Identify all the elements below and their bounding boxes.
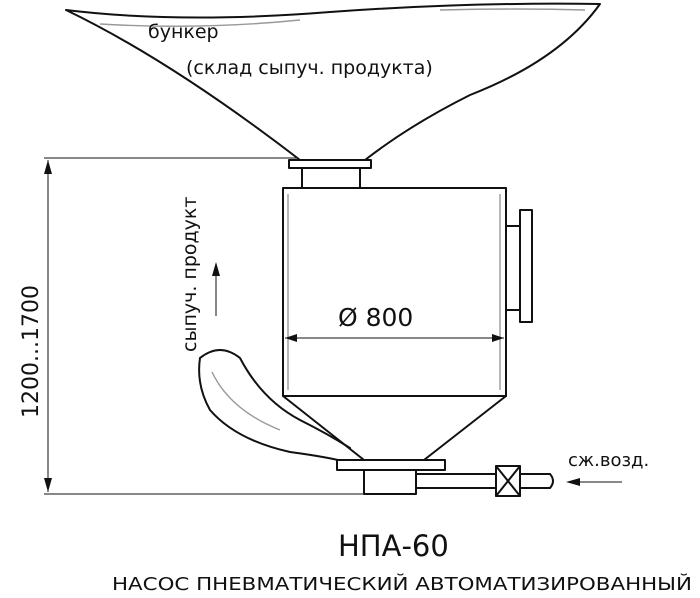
height-dimension	[44, 157, 364, 495]
description-title: НАСОС ПНЕВМАТИЧЕСКИЙ АВТОМАТИЗИРОВАННЫЙ	[112, 573, 692, 595]
discharge-pipe	[198, 349, 351, 461]
air-flow-arrow	[566, 478, 622, 486]
pump-body	[282, 187, 507, 397]
air-valve	[495, 465, 521, 497]
bottom-flange	[336, 459, 446, 495]
side-flange	[505, 209, 533, 323]
diameter-label: Ø 800	[338, 303, 413, 332]
air-supply-line	[415, 473, 554, 489]
inlet-flange	[288, 159, 372, 189]
compressed-air-label: сж.возд.	[568, 450, 649, 471]
product-flow-arrow	[212, 262, 220, 316]
model-title: НПА-60	[338, 529, 449, 563]
hopper-label: бункер	[148, 21, 219, 43]
hopper-note-label: (склад сыпуч. продукта)	[186, 57, 433, 79]
product-flow-label: сыпуч. продукт	[179, 197, 201, 352]
hopper	[65, 2, 601, 161]
diameter-dimension	[285, 334, 504, 342]
height-range-label: 1200...1700	[19, 285, 44, 418]
